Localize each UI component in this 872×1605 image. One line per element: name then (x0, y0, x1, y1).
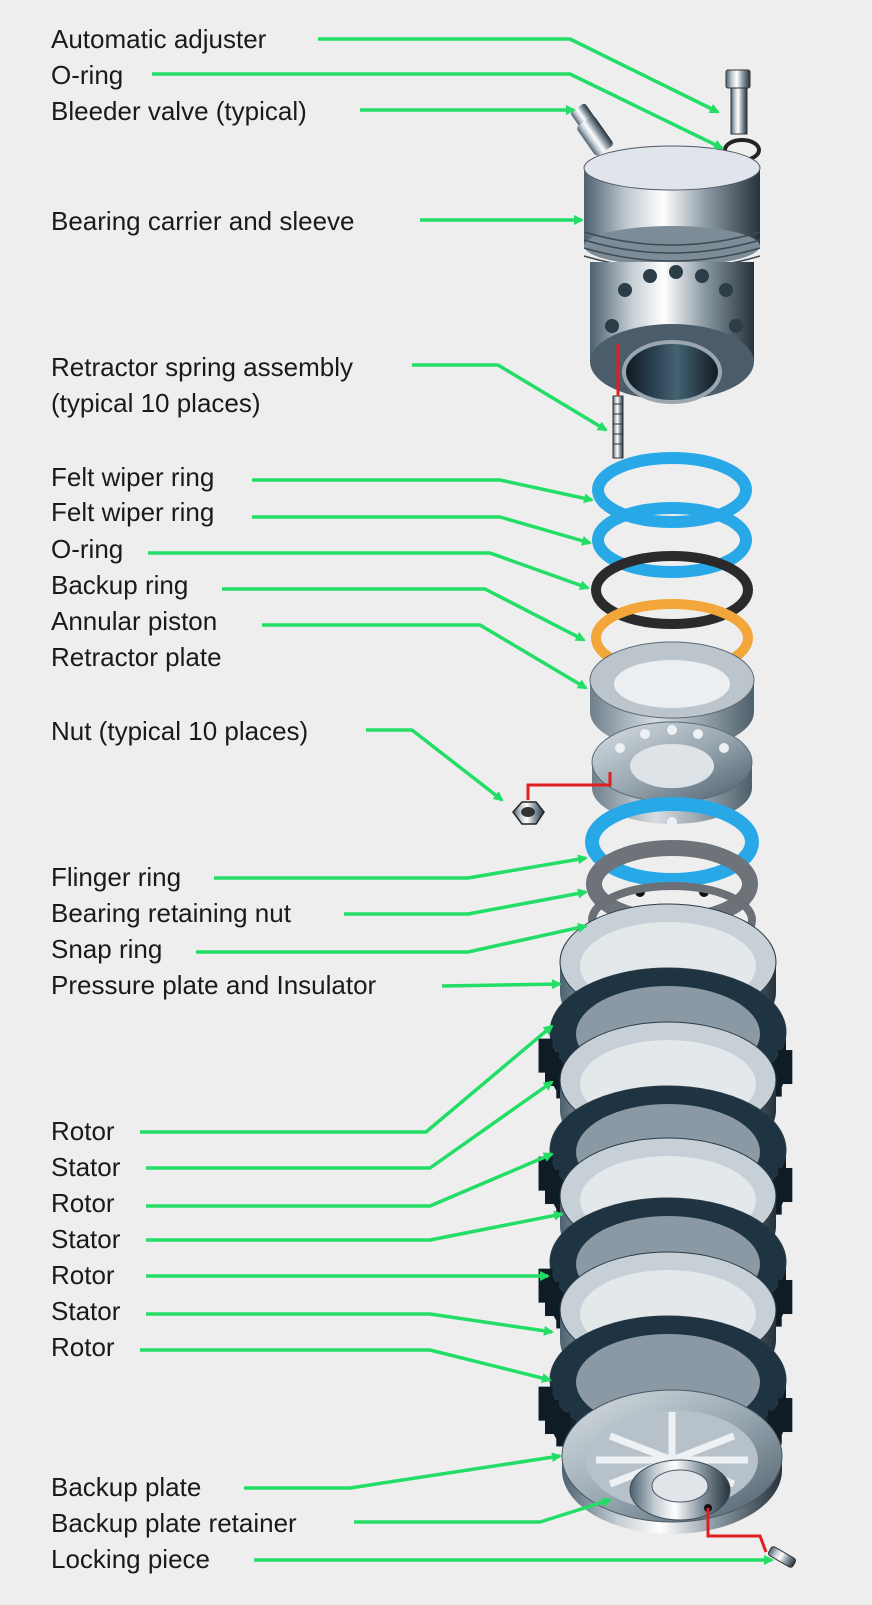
label-o-ring-top: O-ring (51, 60, 124, 90)
label-pressure-plate: Pressure plate and Insulator (51, 970, 377, 1000)
label-backup-ring: Backup ring (51, 570, 189, 600)
label-retractor-spring-line1: Retractor spring assembly (51, 352, 353, 382)
label-backup-plate: Backup plate (51, 1472, 202, 1502)
label-stator-2: Stator (51, 1224, 121, 1254)
bleeder-valve (571, 103, 613, 156)
leader-arrow (146, 1210, 564, 1242)
leader-arrow (140, 1024, 554, 1134)
label-rotor-3: Rotor (51, 1260, 115, 1290)
label-rotor-1: Rotor (51, 1116, 115, 1146)
label-stator-1: Stator (51, 1152, 121, 1182)
label-felt-wiper-ring-2: Felt wiper ring (51, 497, 215, 527)
leader-arrow (344, 888, 588, 916)
o-ring-mid (591, 551, 753, 629)
label-retractor-spring-line2: (typical 10 places) (51, 388, 261, 418)
retractor-plate (591, 721, 753, 827)
felt-wiper-ring-2 (592, 502, 752, 578)
leader-arrow (252, 515, 592, 546)
leader-arrow (214, 854, 588, 880)
label-annular-piston: Annular piston (51, 606, 218, 636)
leader-arrow (146, 1152, 554, 1208)
label-nut: Nut (typical 10 places) (51, 716, 309, 746)
nut (512, 772, 612, 825)
leader-arrow (262, 623, 588, 690)
retractor-spring (612, 344, 624, 459)
leader-arrow (152, 72, 724, 150)
label-o-ring-mid: O-ring (51, 534, 124, 564)
automatic-adjuster (725, 69, 751, 135)
label-flinger-ring: Flinger ring (51, 862, 182, 892)
leader-arrow (146, 1080, 554, 1170)
leader-arrow (318, 37, 720, 114)
leader-arrow (441, 979, 562, 990)
label-backup-plate-retainer: Backup plate retainer (51, 1508, 297, 1538)
label-locking-piece: Locking piece (51, 1544, 210, 1574)
label-bleeder-valve: Bleeder valve (typical) (51, 96, 307, 126)
leader-arrow (412, 363, 608, 432)
leader-arrow (222, 587, 586, 642)
backup-plate-retainer (629, 1459, 731, 1521)
label-felt-wiper-ring-1: Felt wiper ring (51, 462, 215, 492)
leader-arrow (196, 922, 588, 954)
leader-arrow (146, 1312, 554, 1336)
label-retractor-plate: Retractor plate (51, 642, 222, 672)
bearing-carrier-and-sleeve (583, 145, 761, 404)
label-stator-3: Stator (51, 1296, 121, 1326)
leader-arrow (244, 1452, 562, 1490)
felt-wiper-ring-1 (592, 452, 752, 528)
leader-arrow (354, 1497, 612, 1524)
leader-arrow (252, 478, 594, 504)
label-snap-ring: Snap ring (51, 934, 163, 964)
locking-piece (706, 1508, 797, 1568)
leader-lines (140, 37, 774, 1565)
leader-arrow (366, 728, 504, 802)
label-rotor-4: Rotor (51, 1332, 115, 1362)
leader-arrow (148, 551, 590, 591)
label-rotor-2: Rotor (51, 1188, 115, 1218)
label-bearing-retaining-nut: Bearing retaining nut (51, 898, 291, 928)
leader-arrow (140, 1348, 552, 1383)
label-bearing-carrier: Bearing carrier and sleeve (51, 206, 355, 236)
label-automatic-adjuster: Automatic adjuster (51, 24, 267, 54)
flinger-ring (585, 797, 759, 887)
